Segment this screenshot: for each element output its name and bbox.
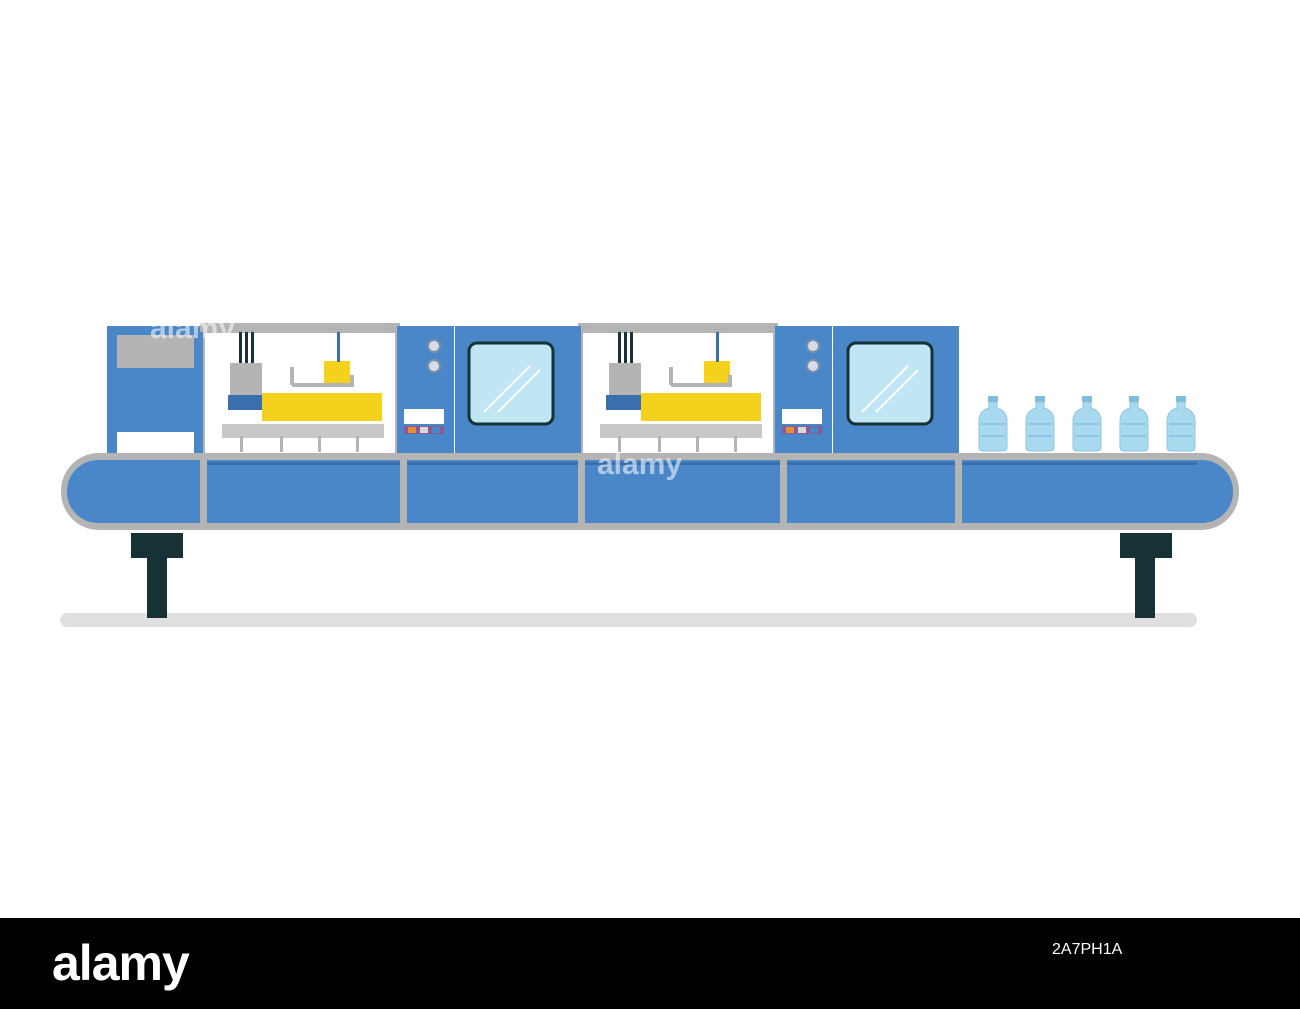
production-line-illustration [60, 323, 1239, 627]
footer-bar: alamy [0, 918, 1300, 1009]
water-bottle [1119, 396, 1149, 452]
enclosed-machine-1 [397, 326, 581, 456]
top-rail-2 [578, 323, 778, 332]
conveyor-leg-left [131, 533, 183, 618]
control-cabinet [107, 326, 204, 456]
robotic-station-2 [581, 331, 775, 457]
conveyor-leg-right [1120, 533, 1172, 618]
floor-shadow [60, 613, 1197, 627]
top-rail-1 [200, 323, 400, 332]
robotic-station-1 [203, 331, 397, 457]
water-bottle [1025, 396, 1055, 452]
conveyor-belt [61, 453, 1239, 530]
water-bottle [1072, 396, 1102, 452]
watermark-text: alamy [150, 312, 236, 345]
image-id-label: 2A7PH1A [1052, 941, 1123, 958]
bottle-group [978, 396, 1196, 452]
water-bottle [978, 396, 1008, 452]
brand-logo-text: alamy [52, 935, 190, 991]
enclosed-machine-2 [775, 326, 959, 456]
watermark-text: alamy [597, 448, 683, 481]
water-bottle [1166, 396, 1196, 452]
